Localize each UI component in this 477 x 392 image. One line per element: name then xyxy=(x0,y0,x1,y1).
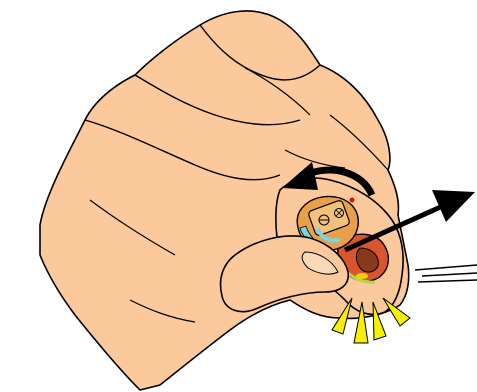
motion-lines xyxy=(414,264,477,283)
finger-crease-lower xyxy=(84,119,281,181)
hand-illustration xyxy=(39,10,410,391)
ear-lobe-highlight xyxy=(356,273,368,279)
finger-crease-index xyxy=(284,149,346,169)
hand-palm xyxy=(39,10,410,391)
palm-line-lower xyxy=(129,299,196,323)
motion-line-2 xyxy=(421,272,477,277)
device-dial-mark-b xyxy=(335,209,343,217)
finger-crease-upper xyxy=(244,67,311,116)
burst-ray-4 xyxy=(382,297,411,327)
ear-canal-dark xyxy=(355,247,379,273)
sound-burst-icon xyxy=(331,297,411,344)
burst-ray-1 xyxy=(331,297,353,335)
finger-crease-mid xyxy=(134,74,301,126)
burst-ray-3 xyxy=(372,301,387,341)
burst-ray-2 xyxy=(353,301,369,344)
motion-line-1 xyxy=(414,264,477,271)
thumb-nail xyxy=(301,251,339,275)
device-red-dot xyxy=(349,197,355,203)
palm-line-wrist xyxy=(89,199,176,256)
rotate-arrow-head xyxy=(282,162,318,190)
pull-arrow-head xyxy=(432,190,475,222)
motion-line-3 xyxy=(417,279,477,283)
rotate-arrow-icon xyxy=(282,162,376,197)
pull-out-arrow-icon xyxy=(343,190,475,253)
finger-tip-right xyxy=(329,114,389,171)
thumb-tip-blue xyxy=(316,228,340,243)
thumb xyxy=(219,228,350,313)
pull-arrow-shaft xyxy=(343,202,447,253)
